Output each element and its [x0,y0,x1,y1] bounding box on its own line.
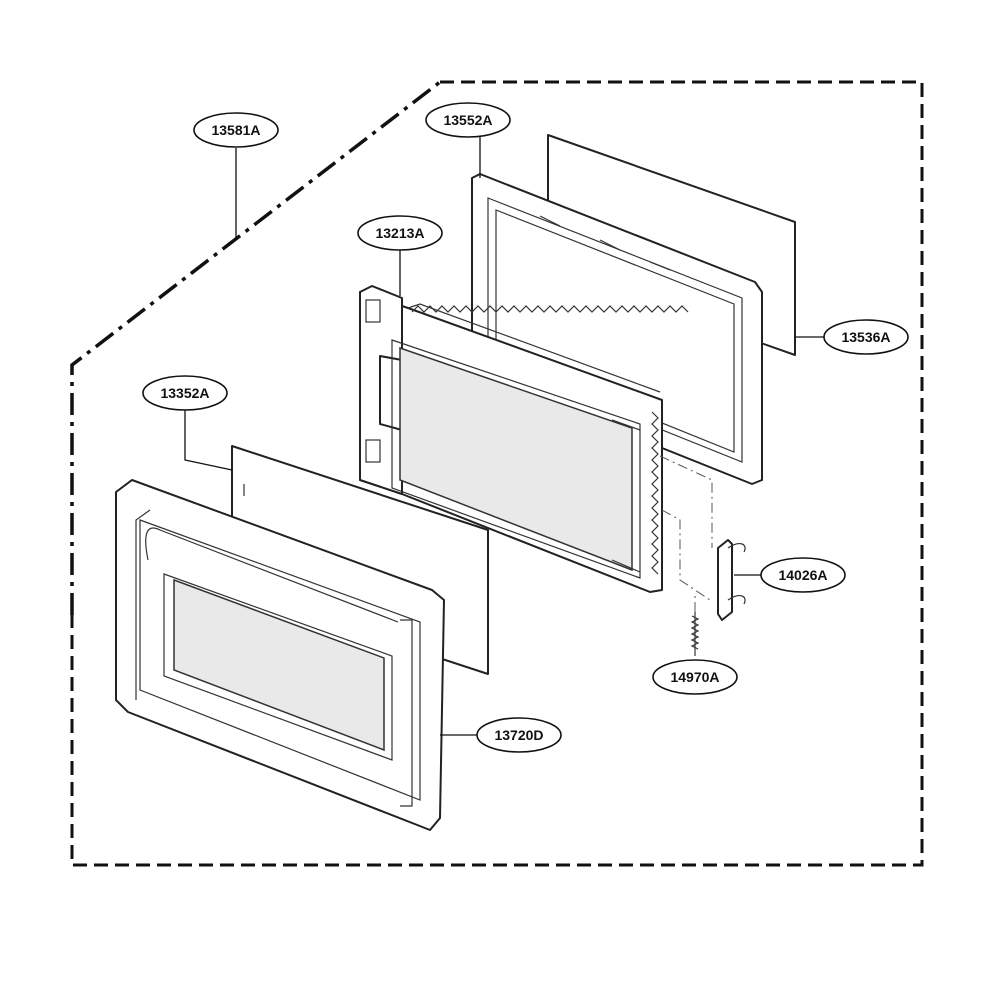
assembly-guides [659,455,713,612]
label-14970a: 14970A [670,669,719,685]
part-14970a-spring [690,612,700,656]
callout-13536a: 13536A [823,319,909,355]
callout-13720d: 13720D [476,717,562,753]
part-13213a-door-assembly [359,285,689,593]
part-14026a-latch [717,539,746,621]
label-13536a: 13536A [841,329,890,345]
callout-13552a: 13552A [425,102,511,138]
label-14026a: 14026A [778,567,827,583]
assembly-boundary [70,80,924,867]
label-13581a: 13581A [211,122,260,138]
callout-13352a: 13352A [142,375,228,411]
callout-13581a: 13581A [193,112,279,148]
callout-14970a: 14970A [652,659,738,695]
label-13720d: 13720D [494,727,543,743]
label-13352a: 13352A [160,385,209,401]
callout-14026a: 14026A [760,557,846,593]
label-13213a: 13213A [375,225,424,241]
label-13552a: 13552A [443,112,492,128]
leader-lines [184,136,825,736]
callout-13213a: 13213A [357,215,443,251]
part-13720d-door-frame [115,479,445,831]
